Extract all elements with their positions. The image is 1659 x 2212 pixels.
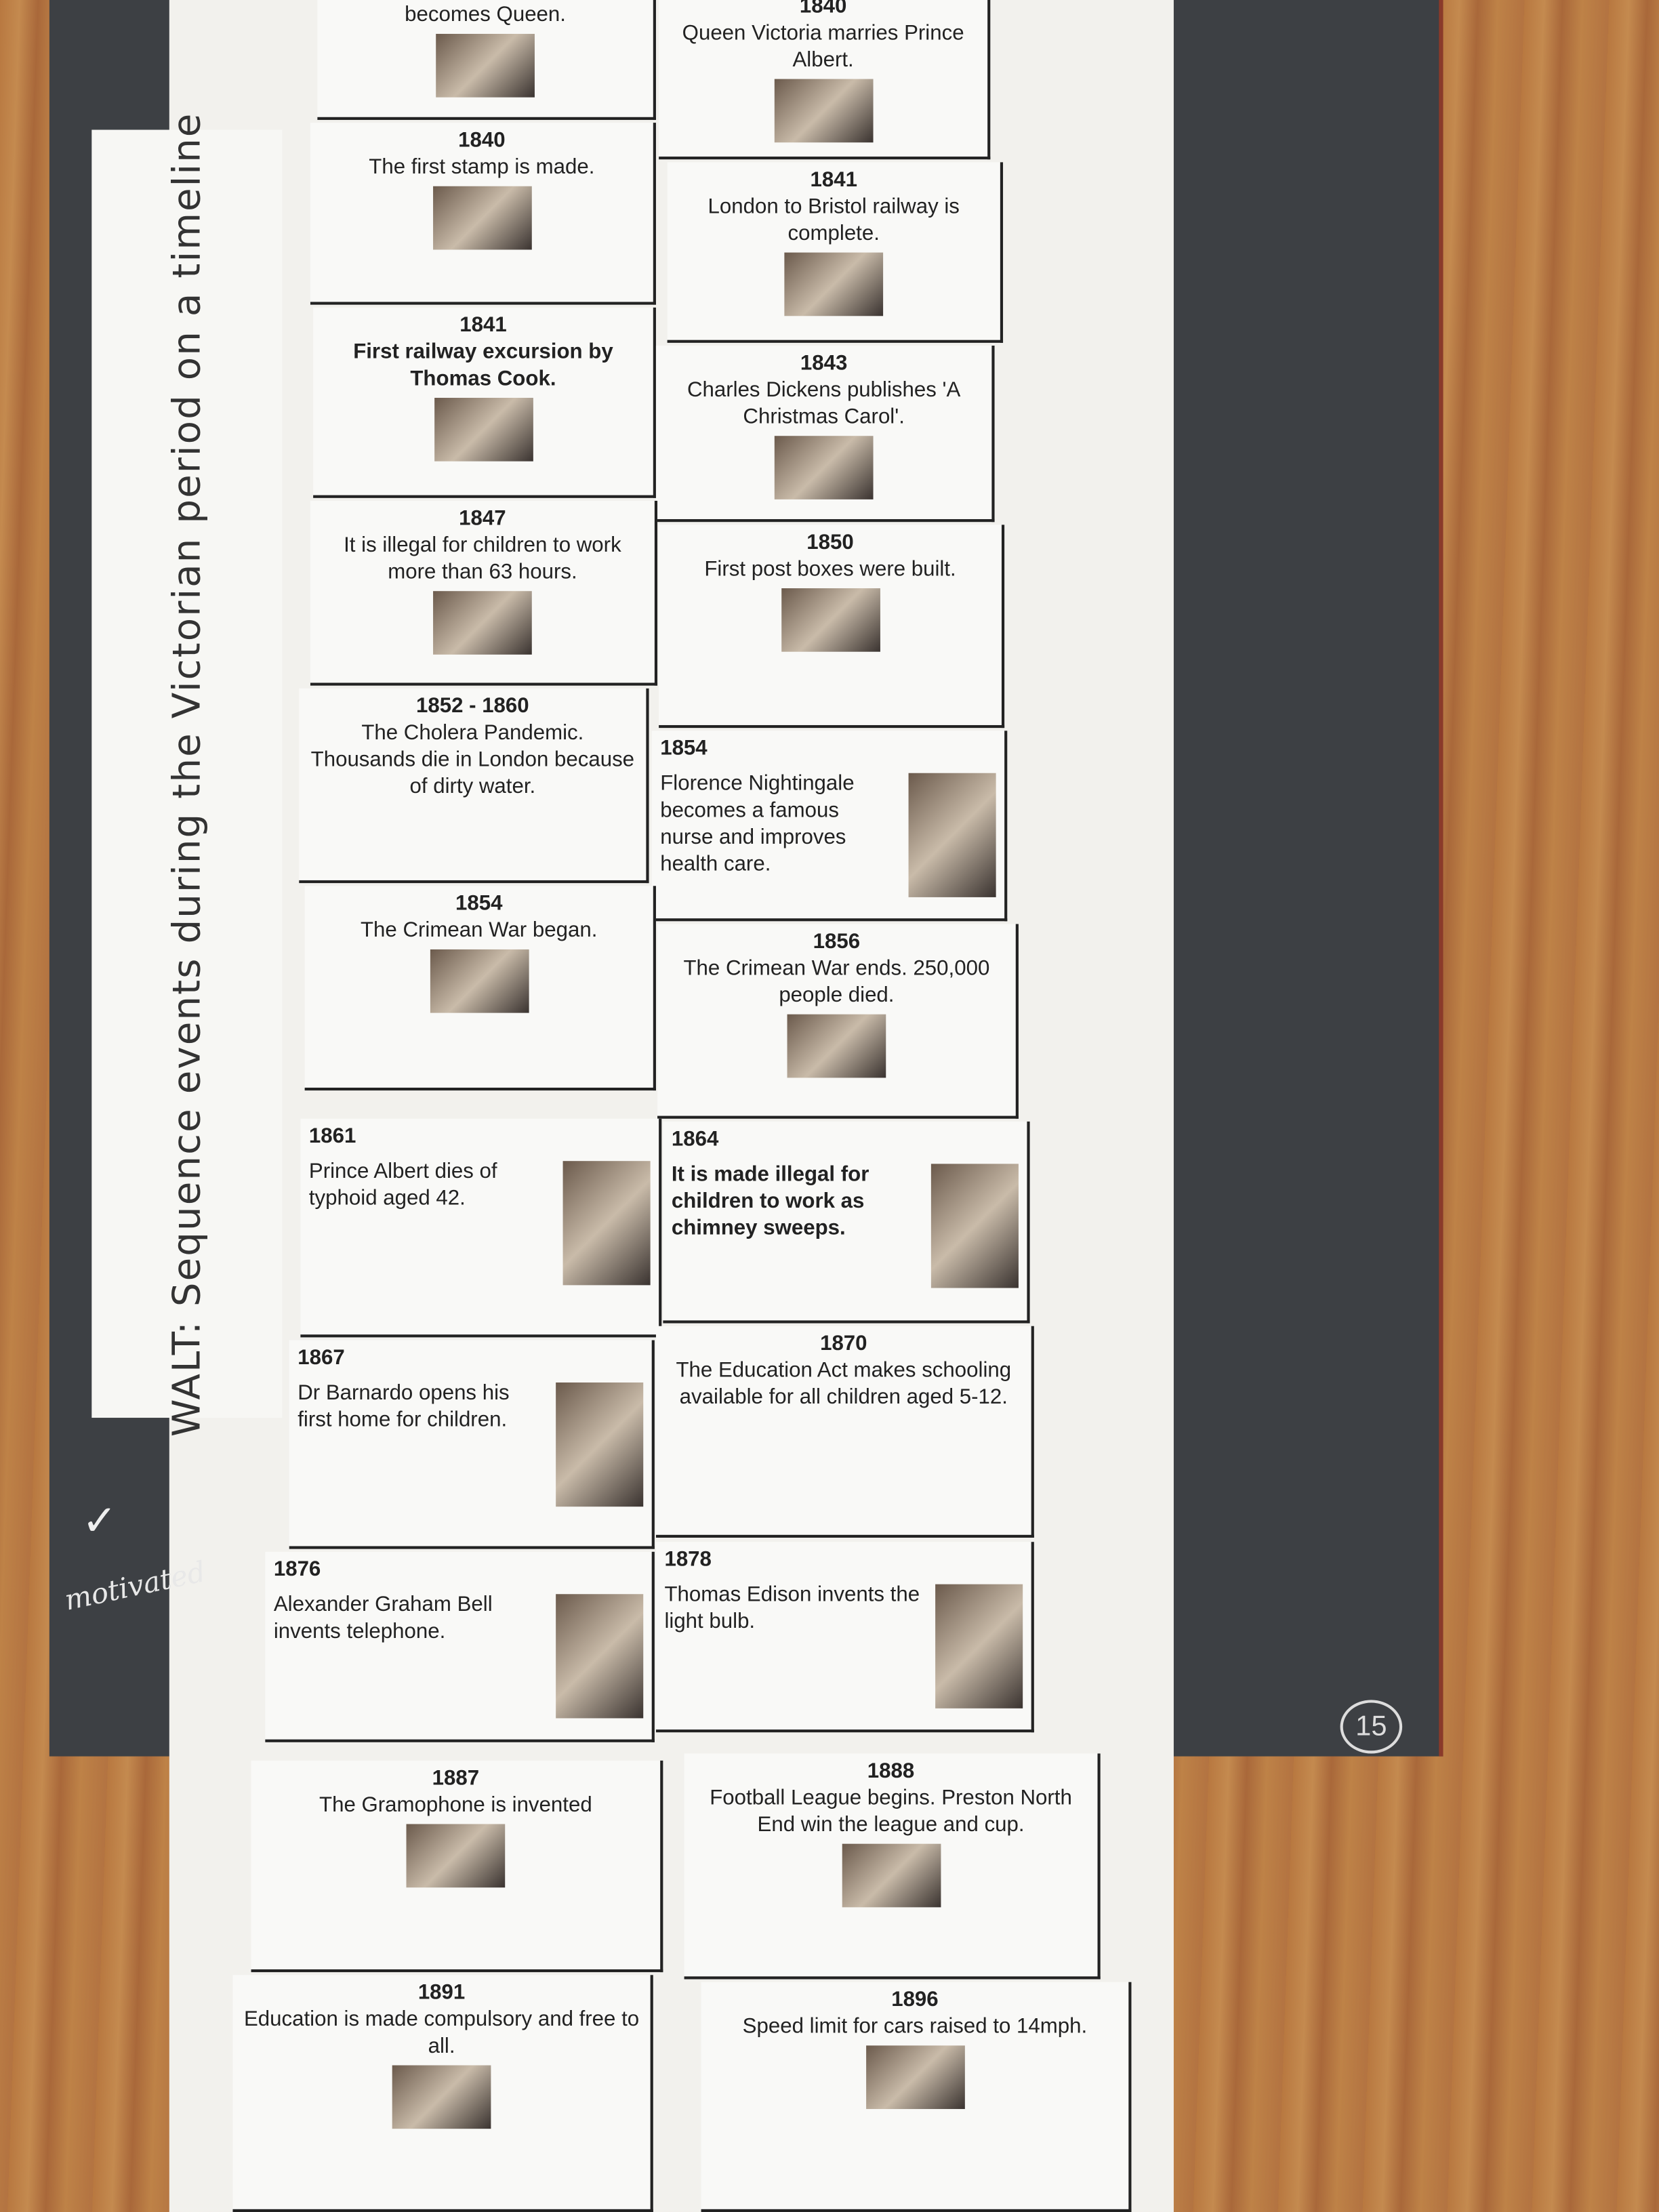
card-photo	[908, 773, 996, 897]
card-year: 1840	[458, 128, 506, 152]
card-photo	[930, 1164, 1019, 1288]
card-year: 1840	[799, 0, 847, 19]
card-text: The Gramophone is invented	[319, 1793, 592, 1818]
card-text: Thomas Edison invents the light bulb.	[664, 1582, 920, 1634]
card-year: 1896	[891, 1988, 939, 2012]
card-photo	[392, 2065, 491, 2129]
card-year: 1876	[273, 1557, 321, 1582]
card-photo	[773, 79, 873, 143]
card-text: Dr Barnardo opens his first home for chi…	[298, 1380, 510, 1432]
card-photo	[432, 186, 531, 250]
card-text: The Crimean War began.	[360, 918, 598, 943]
card-year: 1854	[455, 891, 503, 916]
card-photo	[406, 1824, 506, 1888]
card-year: 1841	[459, 313, 507, 337]
card-text: The Crimean War ends. 250,000 people die…	[683, 956, 990, 1008]
card-year: 1847	[459, 506, 506, 531]
card-photo	[433, 591, 532, 655]
card-year: 1864	[671, 1127, 719, 1151]
card-photo	[434, 398, 533, 462]
card-photo	[774, 436, 874, 499]
card-year: 1878	[664, 1547, 712, 1572]
card-text: The Cholera Pandemic. Thousands die in L…	[310, 720, 635, 799]
card-text: London to Bristol railway is complete.	[708, 194, 960, 246]
card-year: 1856	[813, 929, 861, 954]
timeline-card: 1867 Dr Barnardo opens his first home for…	[289, 1340, 655, 1549]
timeline-card: 1864 It is made illegal for children to w…	[663, 1121, 1030, 1324]
card-year: 1852 - 1860	[415, 694, 529, 718]
card-text: Alexander Graham Bell invents telephone.	[273, 1593, 493, 1644]
card-photo	[556, 1382, 644, 1507]
card-photo	[865, 2045, 964, 2110]
card-text: The Education Act makes schooling availa…	[676, 1358, 1012, 1410]
card-text: It is made illegal for children to work …	[671, 1162, 869, 1240]
card-photo	[556, 1594, 644, 1719]
card-photo	[562, 1161, 651, 1286]
card-year: 1850	[806, 530, 854, 555]
card-year: 1870	[820, 1332, 867, 1356]
card-text: The first stamp is made.	[369, 155, 595, 180]
walt-text: WALT: Sequence events during the Victori…	[165, 111, 209, 1437]
card-year: 1854	[660, 736, 708, 760]
card-photo	[429, 949, 529, 1013]
card-text: Florence Nightingale becomes a famous nu…	[660, 771, 855, 876]
card-text: Football League begins. Preston North En…	[710, 1786, 1072, 1837]
card-year: 1841	[810, 167, 857, 192]
card-year: 1861	[308, 1124, 356, 1149]
card-photo	[781, 588, 880, 652]
card-photo	[784, 252, 884, 316]
card-text: Speed limit for cars raised to 14mph.	[742, 2014, 1088, 2039]
card-text: First railway excursion by Thomas Cook.	[353, 340, 613, 391]
card-text: First post boxes were built.	[704, 557, 956, 581]
card-text: Queen Victoria marries Prince Albert.	[682, 21, 964, 73]
card-text: Prince Albert dies of typhoid aged 42.	[308, 1160, 497, 1211]
card-text: Education is made compulsory and free to…	[243, 2007, 640, 2059]
card-photo	[841, 1843, 941, 1908]
card-year: 1867	[298, 1345, 345, 1370]
page-number: 15	[1340, 1700, 1403, 1754]
card-year: 1891	[417, 1980, 466, 2005]
card-photo	[935, 1584, 1023, 1708]
card-photo	[787, 1014, 886, 1078]
card-text: William IV dies and Victoria becomes Que…	[405, 3, 566, 27]
card-text: Charles Dickens publishes 'A Christmas C…	[687, 377, 961, 429]
card-photo	[436, 33, 535, 98]
card-year: 1843	[800, 351, 848, 375]
walt-label: WALT: Sequence events during the Victori…	[91, 111, 283, 1436]
card-year: 1887	[432, 1766, 480, 1790]
card-year: 1888	[867, 1759, 915, 1784]
timeline-card: William IV dies and Victoria becomes Que…	[317, 0, 656, 120]
card-text: It is illegal for children to work more …	[344, 533, 621, 584]
tick-mark-icon: ✓	[81, 1498, 118, 1545]
